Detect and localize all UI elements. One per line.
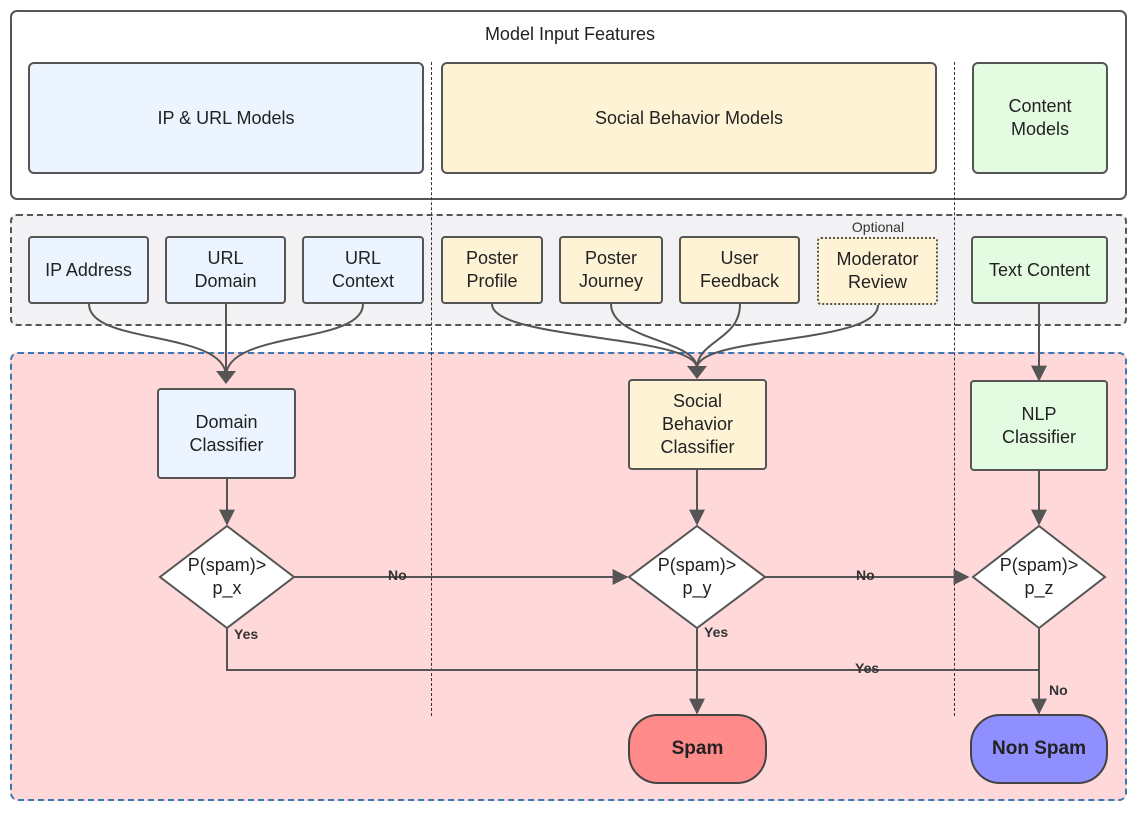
decision-x-diamond: [158, 524, 296, 630]
poster-journey-box: Poster Journey: [559, 236, 663, 304]
content-models-box: Content Models: [972, 62, 1108, 174]
text-content-box: Text Content: [971, 236, 1108, 304]
user-feedback-box: User Feedback: [679, 236, 800, 304]
ip-url-models-box: IP & URL Models: [28, 62, 424, 174]
model-input-features-title: Model Input Features: [484, 24, 656, 44]
poster-profile-box: Poster Profile: [441, 236, 543, 304]
url-context-box: URL Context: [302, 236, 424, 304]
ip-address-box: IP Address: [28, 236, 149, 304]
moderator-review-box: Moderator Review: [817, 237, 938, 305]
edge-label-yes-2: Yes: [704, 624, 729, 640]
social-behavior-models-box: Social Behavior Models: [441, 62, 937, 174]
url-domain-box: URL Domain: [165, 236, 286, 304]
decision-y-diamond: [627, 524, 767, 630]
decision-z-diamond: [971, 524, 1107, 630]
edge-label-no-1: No: [388, 567, 407, 583]
nlp-classifier-box: NLP Classifier: [970, 380, 1108, 471]
spam-terminal: Spam: [628, 714, 767, 784]
decision-x-label: P(spam)> p_x: [187, 555, 267, 598]
social-behavior-classifier-box: Social Behavior Classifier: [628, 379, 767, 470]
edge-label-no-2: No: [856, 567, 875, 583]
edge-label-no-3: No: [1049, 682, 1068, 698]
decision-y-label: P(spam)> p_y: [657, 555, 737, 598]
optional-label: Optional: [851, 219, 905, 235]
divider-right: [954, 62, 955, 716]
domain-classifier-box: Domain Classifier: [157, 388, 296, 479]
divider-left: [431, 62, 432, 716]
edge-label-yes-3: Yes: [855, 660, 880, 676]
edge-label-yes-1: Yes: [234, 626, 259, 642]
non-spam-terminal: Non Spam: [970, 714, 1108, 784]
decision-z-label: P(spam)> p_z: [999, 555, 1079, 598]
